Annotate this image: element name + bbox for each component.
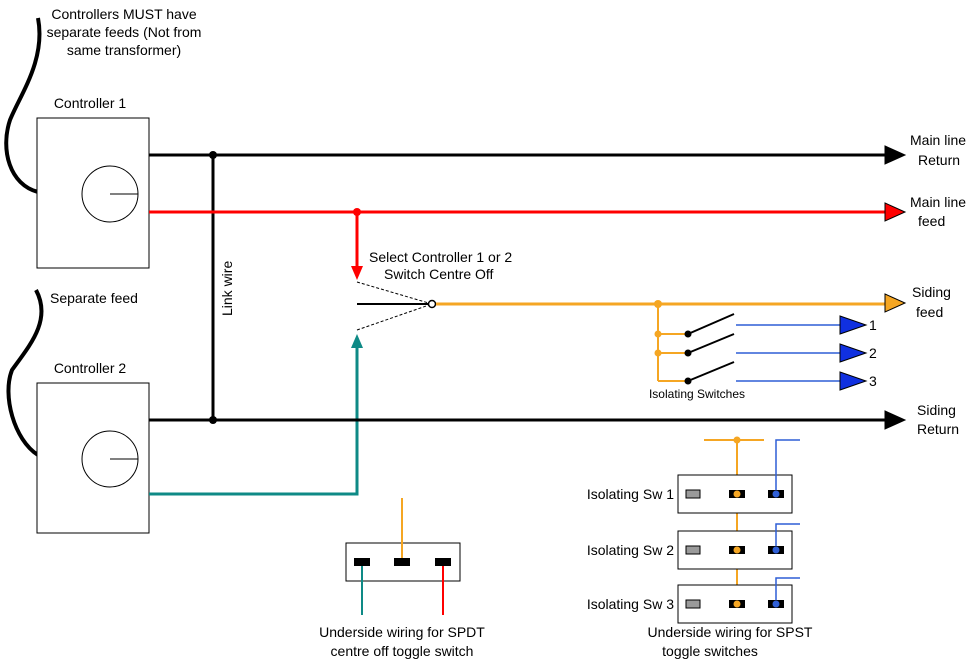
main-line-return-label-1: Main line: [910, 132, 966, 148]
isolator-2-pivot: [684, 349, 692, 357]
controller-1-power-cord: [4, 17, 42, 194]
spdt-pin-centre: [394, 558, 410, 566]
controller-2-power-cord: [6, 289, 44, 457]
spst-sw2-blue-wire: [775, 523, 800, 550]
main-line-feed-label-2: feed: [918, 213, 945, 229]
isolator-output-2-label: 2: [869, 345, 877, 361]
isolator-output-3-label: 3: [869, 373, 877, 389]
select-switch-label-1: Select Controller 1 or 2: [369, 249, 512, 265]
spst-caption-2: toggle switches: [662, 643, 758, 659]
main-line-return-label-2: Return: [918, 152, 960, 168]
isolator-2-lever: [687, 333, 735, 354]
main-line-return-arrow: [884, 145, 907, 165]
controllers-note-line-2: separate feeds (Not from: [47, 24, 202, 40]
separate-feed-label: Separate feed: [50, 290, 138, 306]
teal-up-arrow: [351, 334, 363, 348]
spst-sw3-right-dot: [772, 600, 780, 608]
spst-sw2-right-dot: [772, 546, 780, 554]
isolator-2-output-arrow: [839, 343, 868, 363]
siding-return-label-1: Siding: [917, 402, 956, 418]
red-drop-arrow: [351, 266, 363, 280]
isolator-1-output-arrow: [839, 315, 868, 335]
spst-sw1-centre-dot: [733, 490, 741, 498]
isolator-3-lever: [687, 361, 735, 382]
spdt-caption-1: Underside wiring for SPDT: [319, 624, 485, 640]
isolator-3-pivot: [684, 377, 692, 385]
spst-sw1-pin-left: [685, 489, 701, 499]
main-line-feed-label-1: Main line: [910, 194, 966, 210]
spst-sw1-blue-wire: [775, 439, 800, 494]
isolator-bus-junction-1: [654, 330, 662, 338]
spst-sw3-centre-dot: [733, 600, 741, 608]
spst-sw3-blue-wire: [775, 577, 800, 604]
link-wire-junction-top: [209, 151, 217, 159]
controllers-note-line-1: Controllers MUST have: [51, 6, 196, 22]
isolator-bus-junction-2: [654, 349, 662, 357]
spst-caption-1: Underside wiring for SPST: [648, 624, 813, 640]
spst-sw2-centre-dot: [733, 546, 741, 554]
spdt-dashed-upper: [356, 281, 433, 305]
isolator-output-1-label: 1: [869, 317, 877, 333]
siding-feed-arrow: [884, 293, 907, 313]
link-wire-label: Link wire: [219, 261, 235, 316]
spst-sw2-pin-left: [685, 545, 701, 555]
isolator-1-pivot: [684, 330, 692, 338]
spdt-pin-right: [435, 558, 451, 566]
spst-sw3-pin-left: [685, 599, 701, 609]
spst-sw1-right-dot: [772, 490, 780, 498]
spdt-pivot: [427, 299, 437, 309]
spst-sw2-label: Isolating Sw 2: [587, 542, 674, 558]
controller-2-label: Controller 2: [54, 360, 127, 376]
select-switch-label-2: Switch Centre Off: [384, 266, 494, 282]
spst-sw1-label: Isolating Sw 1: [587, 486, 674, 502]
spst-sw3-label: Isolating Sw 3: [587, 596, 674, 612]
siding-feed-label-2: feed: [916, 304, 943, 320]
controllers-note-line-3: same transformer): [67, 42, 181, 58]
isolator-1-lever: [687, 313, 735, 335]
spdt-dashed-lower: [356, 303, 433, 331]
siding-return-label-2: Return: [917, 421, 959, 437]
controller-2-feed-wire: [149, 344, 359, 496]
isolating-switches-label: Isolating Switches: [649, 387, 745, 401]
spdt-pin-left: [354, 558, 370, 566]
siding-return-arrow: [884, 410, 907, 430]
controller-1-label: Controller 1: [54, 95, 127, 111]
main-line-feed-arrow: [884, 202, 907, 222]
spdt-caption-2: centre off toggle switch: [331, 643, 474, 659]
isolator-3-output-arrow: [839, 371, 868, 391]
siding-feed-label-1: Siding: [912, 284, 951, 300]
